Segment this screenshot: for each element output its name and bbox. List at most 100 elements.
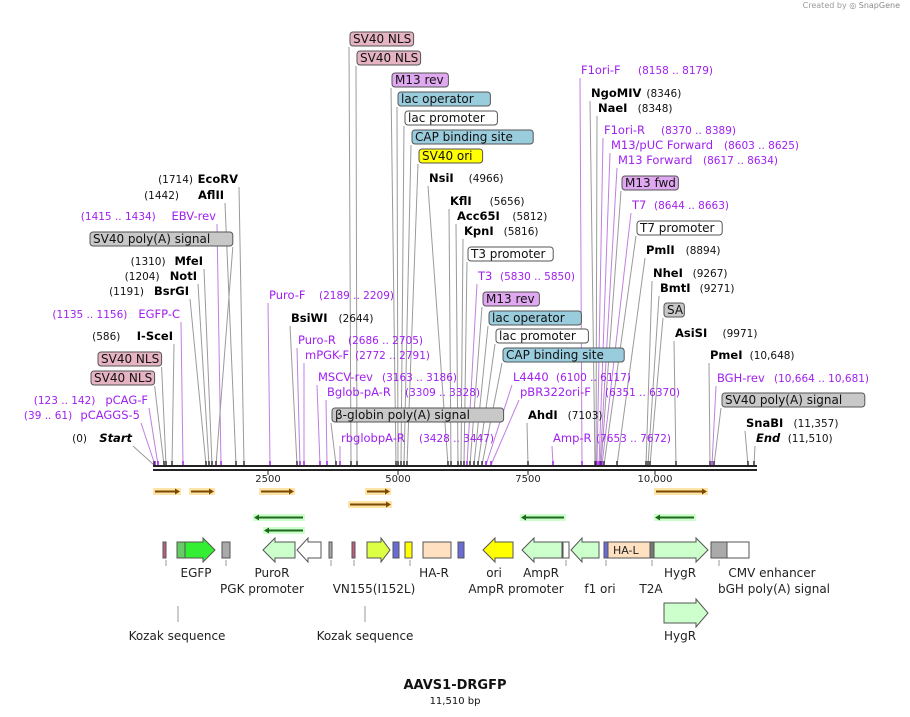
callout-feature: SV40 NLS — [97, 351, 163, 367]
callout-enzyme: NaeI(8348) — [598, 101, 673, 115]
primer-position: (5830 .. 5850) — [500, 271, 575, 283]
primer-name: pCAGGS-5 — [80, 408, 140, 422]
enzyme-name: AsiSI — [675, 326, 707, 340]
feature-label-box — [411, 129, 534, 145]
feature-lac-block-2 — [457, 541, 465, 559]
primer-position: (3309 .. 3328) — [405, 387, 480, 399]
callout-feature: T3 promoter — [467, 246, 554, 262]
feature-ampr-promoter — [562, 541, 570, 559]
callout-enzyme: NotI(1204) — [125, 269, 197, 283]
label-ha-r: HA-R — [419, 566, 449, 580]
callout-primer: rbglobpA-R(3428 .. 3447) — [341, 431, 494, 445]
feature-label-box — [418, 148, 484, 164]
feature-ha-l-label: HA-L — [613, 544, 640, 557]
primer-arrow-reverse — [253, 514, 305, 521]
label-pgk-promoter: PGK promoter — [220, 582, 304, 596]
feature-name: CAP binding site — [415, 130, 513, 144]
label-f1-ori: f1 ori — [584, 582, 615, 596]
feature-bgh-polya — [710, 541, 728, 559]
primer-name: Puro-F — [269, 288, 306, 302]
enzyme-position: (1310) — [131, 256, 166, 268]
callout-feature: SA — [663, 302, 685, 318]
callout-primer: L4440(6100 .. 6117) — [513, 370, 631, 384]
callout-feature: CAP binding site — [411, 129, 534, 145]
primer-name: EGFP-C — [138, 307, 180, 321]
callout-enzyme: KflI(5656) — [450, 194, 525, 208]
callout-feature: lac promoter — [495, 328, 589, 344]
feature-label-box — [90, 370, 156, 386]
label-kozak-2: Kozak sequence — [317, 629, 414, 643]
callout-feature: β-globin poly(A) signal — [331, 407, 505, 423]
snapgene-credit: Created by ◎ SnapGene — [803, 1, 900, 10]
feature-name: lac promoter — [408, 111, 485, 125]
feature-label-box — [721, 392, 866, 408]
feature-hygr-arrow-2 — [663, 597, 709, 629]
feature-ori-arrow — [482, 536, 514, 564]
feature-name: T7 promoter — [639, 221, 715, 235]
feature-name: SV40 poly(A) signal — [725, 393, 842, 407]
callout-labels: EcoRV(1714)AflII(1442)EBV-rev(1415 .. 14… — [24, 31, 869, 445]
primer-name: T7 — [631, 198, 646, 212]
feature-small-polya — [328, 541, 333, 559]
feature-polya — [221, 541, 231, 559]
callout-enzyme: NheI(9267) — [653, 266, 728, 280]
callout-primer: EGFP-C(1135 .. 1156) — [52, 307, 180, 321]
callout-primer: M13 Forward(8617 .. 8634) — [618, 153, 778, 167]
primer-position: (3163 .. 3186) — [382, 372, 457, 384]
enzyme-name: BsrGI — [154, 284, 189, 298]
callout-feature: SV40 poly(A) signal — [89, 231, 234, 247]
feature-egfp-hatch — [176, 541, 186, 559]
enzyme-name: KflI — [450, 194, 472, 208]
callout-primer: Amp-R(7653 .. 7672) — [553, 431, 671, 445]
feature-puror-arrow — [262, 536, 296, 564]
feature-name: M13 fwd — [625, 176, 676, 190]
enzyme-position: (11,357) — [794, 418, 839, 430]
feature-label-box — [356, 50, 422, 66]
callout-primer: EBV-rev(1415 .. 1434) — [81, 209, 216, 223]
callout-enzyme: NsiI(4966) — [429, 171, 504, 185]
label-t2a: T2A — [638, 582, 663, 596]
callout-feature: SV40 poly(A) signal — [721, 392, 866, 408]
enzyme-name: SnaBI — [746, 416, 783, 430]
callout-primer: MSCV-rev(3163 .. 3186) — [318, 370, 457, 384]
enzyme-name: KpnI — [464, 224, 494, 238]
feature-lac-block-3 — [603, 541, 609, 559]
feature-cmv-enhancer — [726, 541, 750, 559]
enzyme-name: EcoRV — [198, 172, 238, 186]
primer-arrow-reverse — [263, 527, 305, 534]
enzyme-position: (1714) — [158, 174, 193, 186]
primer-name: Amp-R — [553, 431, 592, 445]
primer-position: (6100 .. 6117) — [556, 372, 631, 384]
enzyme-position: (9971) — [723, 328, 758, 340]
feature-lac-block — [392, 541, 400, 559]
feature-label-box — [663, 302, 685, 318]
enzyme-position: (1442) — [144, 190, 179, 202]
callout-primer: F1ori-R(8370 .. 8389) — [604, 123, 736, 137]
primer-position: (2189 .. 2209) — [319, 290, 394, 302]
feature-ori-yellow — [404, 541, 413, 559]
feature-name: CAP binding site — [506, 348, 604, 362]
label-kozak-1: Kozak sequence — [129, 629, 226, 643]
primer-position: (8158 .. 8179) — [638, 65, 713, 77]
callout-primer: Bglob-pA-R(3309 .. 3328) — [327, 385, 480, 399]
enzyme-position: (10,648) — [750, 350, 795, 362]
callout-primer: T7(8644 .. 8663) — [631, 198, 729, 212]
enzyme-position: (5816) — [504, 226, 539, 238]
enzyme-position: (1204) — [125, 271, 160, 283]
feature-t2a — [649, 541, 655, 559]
enzyme-name: NsiI — [429, 171, 454, 185]
feature-name: T3 promoter — [470, 247, 546, 261]
callout-endpoint: Start(0) — [72, 431, 132, 445]
callout-primer: pBR322ori-F(6351 .. 6370) — [520, 385, 680, 399]
callout-endpoint: End(11,510) — [756, 431, 833, 445]
feature-name: lac operator — [401, 92, 474, 106]
feature-track — [162, 536, 750, 629]
feature-label-box — [488, 310, 582, 326]
callout-enzyme: PmeI(10,648) — [710, 348, 795, 362]
primer-name: rbglobpA-R — [341, 431, 405, 445]
callout-enzyme: MfeI(1310) — [131, 254, 203, 268]
endpoint-name: Start — [99, 431, 132, 445]
credit-brand: SnapGene — [858, 1, 900, 10]
primer-name: pBR322ori-F — [520, 385, 591, 399]
feature-name: M13 rev — [486, 292, 535, 306]
